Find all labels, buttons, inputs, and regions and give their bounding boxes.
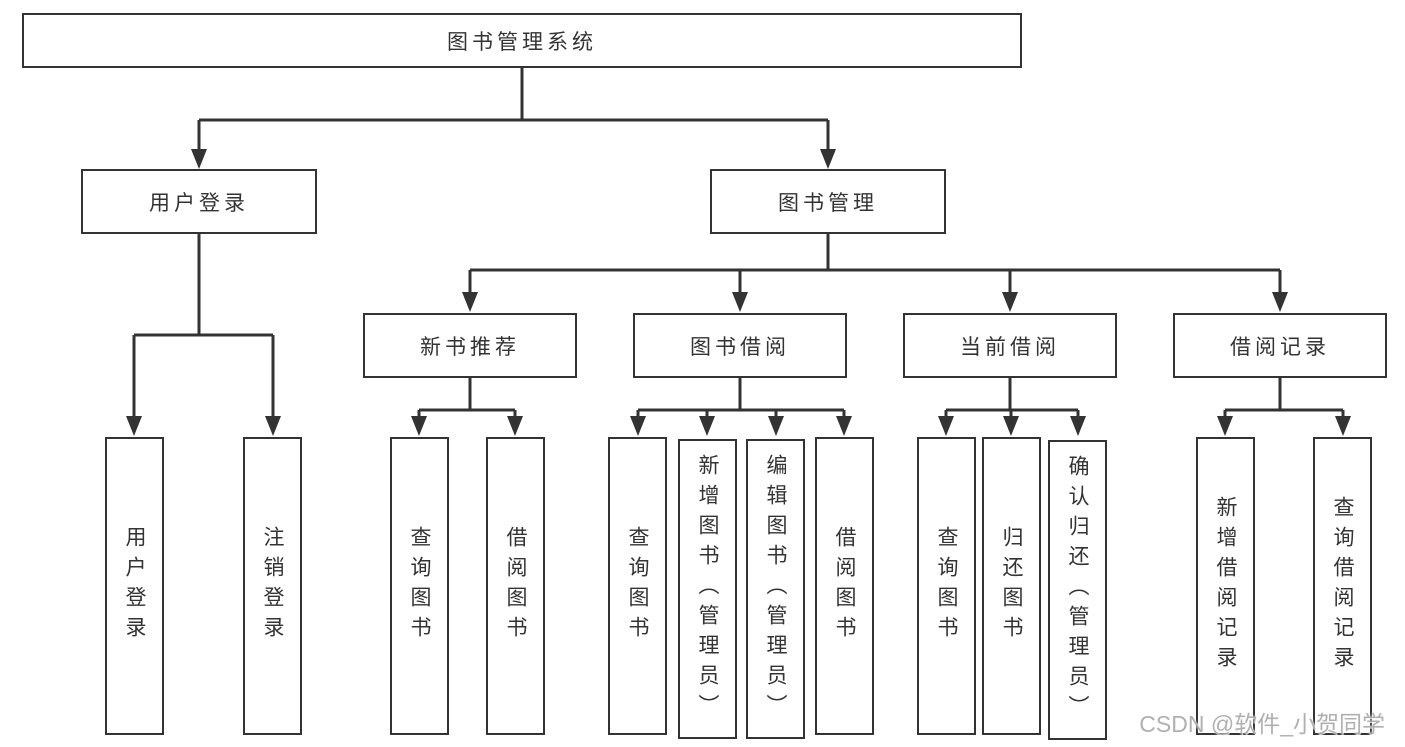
node-borrowing-records: 借阅记录	[1173, 313, 1387, 378]
node-leaf-user-login: 用户登录	[105, 437, 164, 735]
node-leaf-query-books-recommend-label: 查询图书	[408, 526, 431, 646]
node-leaf-query-borrow-record: 查询借阅记录	[1313, 437, 1372, 735]
node-leaf-borrow-books: 借阅图书	[815, 437, 874, 735]
node-leaf-borrow-books-label: 借阅图书	[833, 526, 856, 646]
node-new-book-recommendation: 新书推荐	[363, 313, 577, 378]
node-leaf-return-books-label: 归还图书	[1000, 526, 1023, 646]
node-current-borrowing: 当前借阅	[903, 313, 1117, 378]
node-leaf-add-book-admin: 新增图书（管理员）	[678, 439, 737, 739]
node-leaf-borrow-books-recommend-label: 借阅图书	[504, 526, 527, 646]
node-leaf-query-books-current: 查询图书	[917, 437, 976, 735]
node-leaf-query-borrow-record-label: 查询借阅记录	[1331, 496, 1354, 676]
node-book-management: 图书管理	[710, 169, 946, 234]
node-library-management-system: 图书管理系统	[22, 13, 1022, 68]
watermark: CSDN @软件_小贺同学	[1139, 711, 1385, 737]
node-leaf-query-books-recommend: 查询图书	[390, 437, 449, 735]
node-user-login-label: 用户登录	[149, 191, 249, 215]
node-leaf-borrow-books-recommend: 借阅图书	[486, 437, 545, 735]
node-book-borrowing-label: 图书借阅	[690, 335, 790, 359]
node-leaf-logout-label: 注销登录	[261, 526, 284, 646]
node-new-book-recommendation-label: 新书推荐	[420, 335, 520, 359]
node-user-login: 用户登录	[81, 169, 317, 234]
node-leaf-confirm-return-admin: 确认归还（管理员）	[1048, 440, 1107, 740]
node-leaf-return-books: 归还图书	[982, 437, 1041, 735]
node-leaf-user-login-label: 用户登录	[123, 526, 146, 646]
node-leaf-edit-book-admin-label: 编辑图书（管理员）	[764, 454, 787, 724]
node-library-management-system-label: 图书管理系统	[447, 30, 597, 54]
node-book-management-label: 图书管理	[778, 191, 878, 215]
node-leaf-confirm-return-admin-label: 确认归还（管理员）	[1066, 455, 1089, 725]
node-current-borrowing-label: 当前借阅	[960, 335, 1060, 359]
node-book-borrowing: 图书借阅	[633, 313, 847, 378]
node-leaf-query-books-borrowing: 查询图书	[608, 437, 667, 735]
node-borrowing-records-label: 借阅记录	[1230, 335, 1330, 359]
node-leaf-add-borrow-record-label: 新增借阅记录	[1214, 496, 1237, 676]
node-leaf-query-books-borrowing-label: 查询图书	[626, 526, 649, 646]
arrowheads	[126, 149, 1351, 436]
node-leaf-add-book-admin-label: 新增图书（管理员）	[696, 454, 719, 724]
node-leaf-query-books-current-label: 查询图书	[935, 526, 958, 646]
node-leaf-edit-book-admin: 编辑图书（管理员）	[746, 439, 805, 739]
node-leaf-add-borrow-record: 新增借阅记录	[1196, 437, 1255, 735]
node-leaf-logout: 注销登录	[243, 437, 302, 735]
